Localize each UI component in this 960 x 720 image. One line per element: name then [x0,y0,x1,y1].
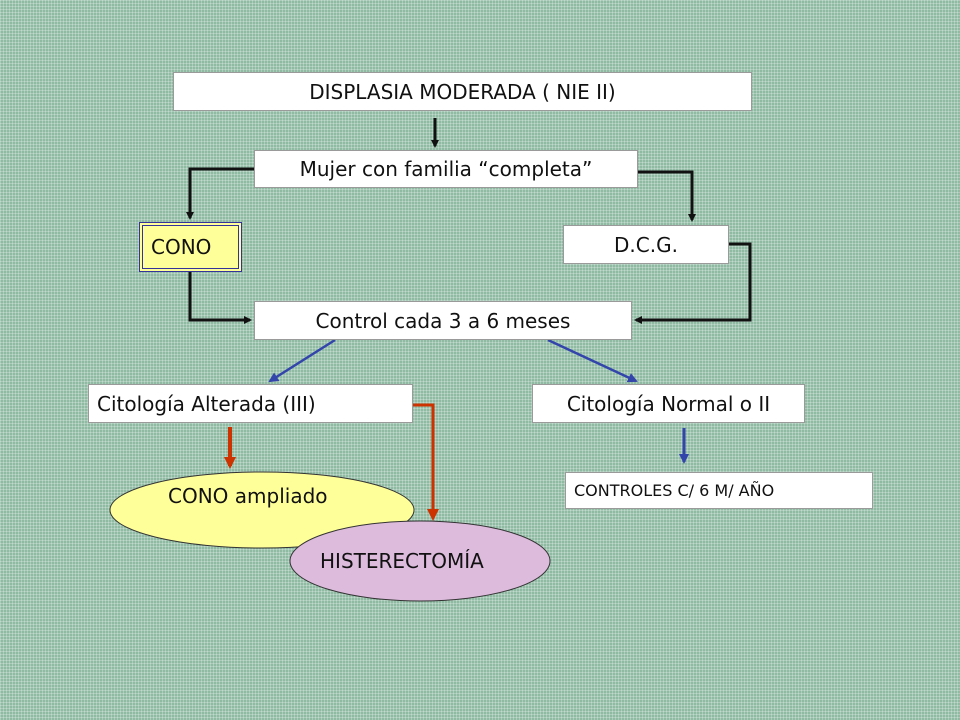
arrow-mujer-to-dcg [638,170,696,222]
arrow-mujer-to-cono [186,167,254,220]
cono-label: CONO [151,235,212,259]
arrow-cito-alterada-to-histerectomia [413,403,439,521]
arrow-cono-to-control [188,272,252,324]
control-box: Control cada 3 a 6 meses [254,301,632,340]
displasia-label: DISPLASIA MODERADA ( NIE II) [309,79,616,104]
controles-label: CONTROLES C/ 6 M/ AÑO [574,481,775,500]
displasia-box: DISPLASIA MODERADA ( NIE II) [173,72,752,111]
dcg-box: D.C.G. [563,225,729,264]
cono-ampliado-label: CONO ampliado [168,484,328,508]
arrow-control-to-cito-alterada [268,338,336,383]
histerectomia-ellipse [289,520,551,602]
cito-alterada-label: Citología Alterada (III) [97,391,316,416]
cito-normal-label: Citología Normal o II [566,391,771,416]
cito-alterada-box: Citología Alterada (III) [88,384,413,423]
control-label: Control cada 3 a 6 meses [315,308,571,333]
dcg-label: D.C.G. [614,232,678,257]
cono-box: CONO [139,222,242,272]
arrow-control-to-cito-normal [547,338,638,383]
histerectomia-label: HISTERECTOMÍA [320,549,484,573]
arrow-dcg-to-control [634,242,752,324]
controles-box: CONTROLES C/ 6 M/ AÑO [565,472,873,509]
cito-normal-box: Citología Normal o II [532,384,805,423]
cono-ampliado-ellipse [109,471,415,549]
mujer-label: Mujer con familia “completa” [299,157,593,181]
mujer-box: Mujer con familia “completa” [254,150,638,188]
